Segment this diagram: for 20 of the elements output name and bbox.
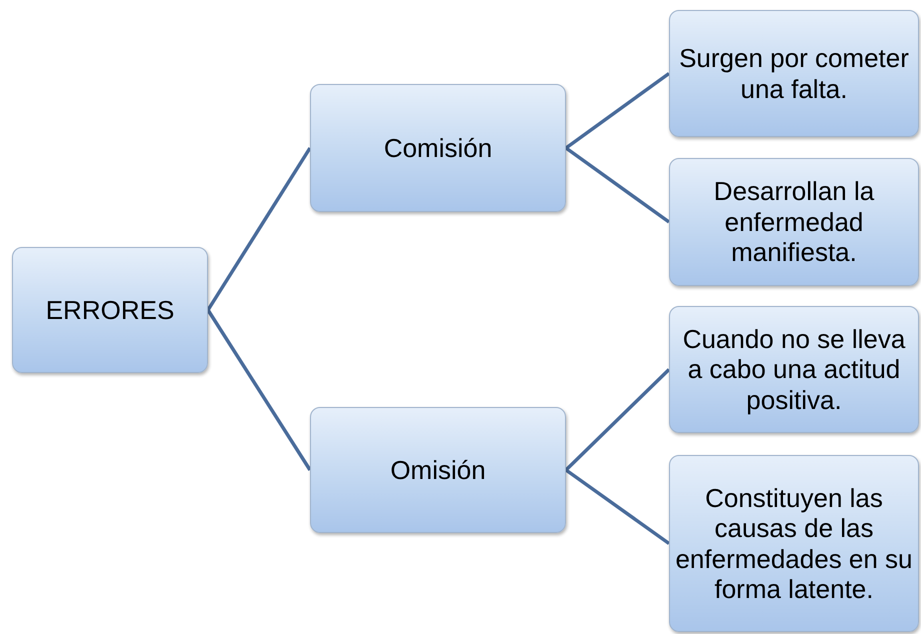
category-box [669,306,919,433]
box-label: Desarrollan la enfermedad manifiesta. [712,176,876,268]
connector-line [564,368,670,472]
category-box [669,455,919,632]
category-box [310,84,566,212]
category-box [669,10,919,137]
box-label: Cuando no se lleva a cabo una actitud positiva. [682,324,906,416]
box-label: Constituyen las causas de las enfermedades en su forma latente. [674,482,914,604]
category-box [310,407,566,533]
box-label: ERRORES [46,294,174,326]
category-box [669,158,919,286]
connector-line [564,72,670,150]
box-label: Surgen por cometer una falta. [678,43,910,104]
connector-line [206,309,312,471]
connector-line [564,468,670,545]
box-label: Comisión [384,132,492,164]
connector-line [564,146,670,224]
category-box [12,247,208,373]
box-label: Omisión [390,454,486,486]
connector-line [206,147,312,311]
